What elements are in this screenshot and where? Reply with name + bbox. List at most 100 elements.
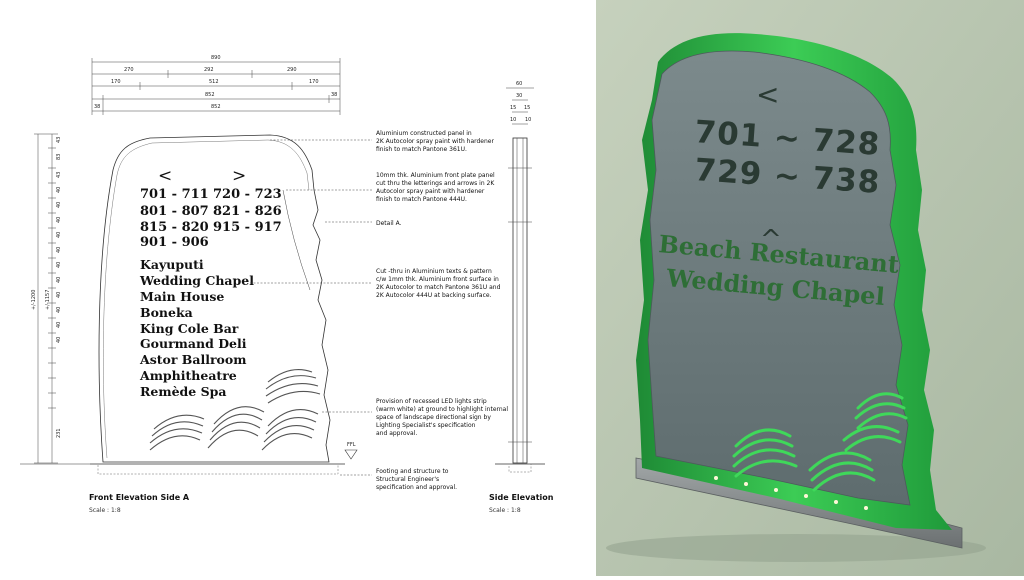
render-arrow-up: ^ [760, 225, 783, 255]
note-line: and approval. [376, 430, 417, 437]
dim-label: 38 [94, 104, 100, 110]
dim-label: 83 [56, 154, 62, 160]
room-numbers: 821 - 826 [213, 204, 282, 219]
destination-label: Kayuputi [140, 257, 204, 272]
notes: Aluminium constructed panel in 2K Autoco… [376, 130, 508, 491]
destination-label: King Cole Bar [140, 321, 239, 336]
leader-lines [250, 139, 372, 476]
note-line: Detail A. [376, 220, 402, 227]
dim-label: 40 [56, 247, 62, 253]
render-svg: < 701 ~ 728 729 ~ 738 ^ Beach Restaurant… [596, 0, 1024, 576]
destination-label: Gourmand Deli [140, 336, 247, 351]
front-elevation-scale: Scale : 1:8 [89, 507, 121, 514]
note-line: Structural Engineer's [376, 476, 439, 483]
render-wave-pattern [732, 392, 908, 492]
side-elevation-title: Side Elevation [489, 493, 554, 502]
dim-label: 43 [56, 137, 62, 143]
note-line: finish to match Pantone 361U. [376, 146, 467, 153]
dim-label: 231 [56, 428, 62, 438]
dim-label: 15 [510, 105, 516, 111]
render-arrow-left: < [756, 78, 780, 111]
room-numbers: 901 - 906 [140, 235, 209, 250]
dim-label: +/-1157 [45, 290, 51, 310]
note-line: c/w 1mm thk. Aluminium front surface in [376, 276, 499, 283]
dim-label: 40 [56, 232, 62, 238]
note-line: Aluminium constructed panel in [376, 130, 472, 137]
destination-label: Wedding Chapel [139, 273, 254, 288]
note-line: 2K Autocolor to match Pantone 361U and [376, 284, 501, 291]
dim-label: 40 [56, 337, 62, 343]
dim-label: 890 [211, 55, 221, 61]
dim-label: 43 [56, 172, 62, 178]
arrow-left-glyph: < [158, 166, 172, 186]
sign-outline [98, 134, 331, 463]
dim-label: 40 [56, 202, 62, 208]
dim-label: 852 [211, 104, 221, 110]
side-profile [512, 137, 528, 464]
dim-label: +/-1200 [31, 290, 37, 310]
led-lights [714, 476, 868, 510]
dim-label: 40 [56, 217, 62, 223]
dim-label: 512 [209, 79, 219, 85]
room-numbers: 801 - 807 [140, 204, 209, 219]
top-dimensions: 890 270 292 290 170 512 170 852 38 852 3… [91, 55, 341, 115]
destination-label: Main House [140, 289, 224, 304]
ffl-marker [344, 449, 358, 460]
wave-pattern [149, 369, 321, 451]
destination-label: Boneka [140, 305, 193, 320]
drawing-svg: 890 270 292 290 170 512 170 852 38 852 3… [20, 55, 554, 514]
side-elevation-scale: Scale : 1:8 [489, 507, 521, 514]
dim-label: 170 [309, 79, 319, 85]
arrow-right-glyph: > [232, 166, 246, 186]
front-elevation: FFL < > 701 - 711 720 - 723 801 - 807 82… [20, 134, 358, 475]
footing [97, 463, 339, 475]
note-line: Autocolor spray paint with hardener [376, 188, 485, 195]
dim-label: 40 [56, 277, 62, 283]
note-line: 2K Autocolor 444U at backing surface. [376, 292, 492, 299]
room-numbers: 701 - 711 [140, 187, 209, 202]
room-numbers: 815 - 820 [140, 220, 209, 235]
dim-label: 38 [331, 92, 337, 98]
dim-label: 60 [516, 81, 522, 87]
note-line: finish to match Pantone 444U. [376, 196, 467, 203]
front-elevation-title: Front Elevation Side A [89, 493, 190, 502]
dim-label: 40 [56, 322, 62, 328]
note-line: Footing and structure to [376, 468, 449, 475]
dim-label: 40 [56, 307, 62, 313]
technical-drawing: 890 270 292 290 170 512 170 852 38 852 3… [20, 55, 554, 514]
dim-label: 170 [111, 79, 121, 85]
note-line: 10mm thk. Aluminium front plate panel [376, 172, 495, 179]
detail-callout [282, 189, 311, 291]
left-dimensions: 43 83 43 40 40 40 40 40 40 40 40 40 40 4… [31, 133, 62, 464]
note-line: specification and approval. [376, 484, 457, 491]
note-line: (warm white) at ground to highlight inte… [376, 406, 508, 413]
dim-label: 290 [287, 67, 297, 73]
destination-label: Amphitheatre [139, 368, 237, 383]
note-line: Lighting Specialist's specification [376, 422, 476, 429]
destination-label: Remède Spa [140, 384, 226, 399]
dim-label: 10 [525, 117, 531, 123]
sign-render: < 701 ~ 728 729 ~ 738 ^ Beach Restaurant… [596, 0, 1024, 576]
room-numbers: 915 - 917 [213, 220, 282, 235]
note-line: Provision of recessed LED lights strip [376, 398, 487, 405]
dim-label: 852 [205, 92, 215, 98]
dim-label: 292 [204, 67, 214, 73]
dim-label: 40 [56, 292, 62, 298]
dim-label: 40 [56, 262, 62, 268]
dim-label: 15 [524, 105, 530, 111]
side-elevation: 60 30 15 15 10 10 [495, 81, 545, 473]
dim-label: 10 [510, 117, 516, 123]
dim-label: 30 [516, 93, 522, 99]
sign-inner-outline [103, 139, 310, 459]
note-line: 2K Autocolor spray paint with hardener [376, 138, 494, 145]
ffl-label: FFL [347, 442, 356, 448]
note-line: space of landscape directional sign by [376, 414, 491, 421]
note-line: cut thru the letterings and arrows in 2K [376, 180, 495, 187]
front-panel [647, 50, 911, 506]
floor-shadow [606, 534, 986, 562]
room-numbers: 720 - 723 [213, 187, 282, 202]
destination-label: Astor Ballroom [139, 352, 246, 367]
dim-label: 40 [56, 187, 62, 193]
note-line: Cut -thru in Aluminium texts & pattern [376, 268, 492, 275]
dim-label: 270 [124, 67, 134, 73]
